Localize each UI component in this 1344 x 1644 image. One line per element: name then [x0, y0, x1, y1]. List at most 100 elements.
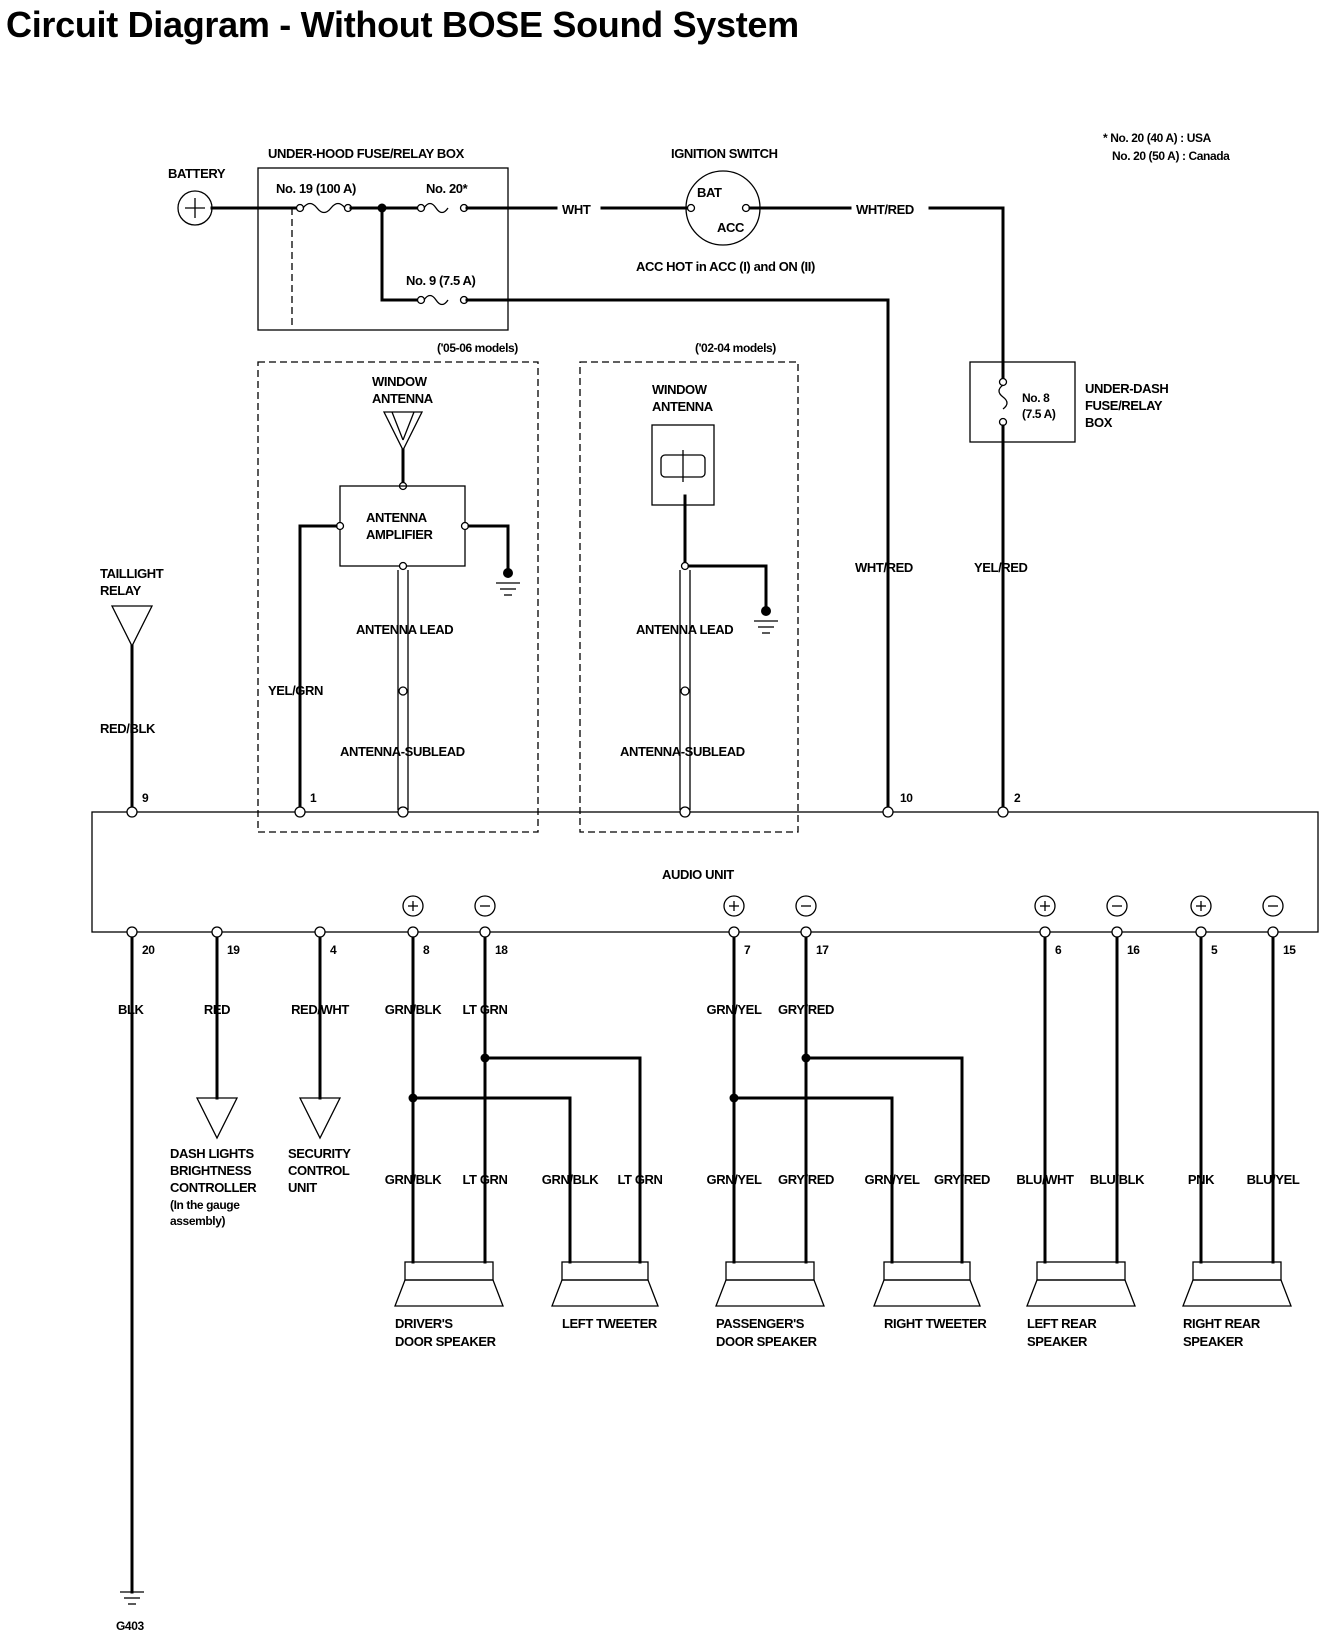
speaker-wire-labels: GRN/BLK LT GRN GRN/BLK LT GRN GRN/YEL GRY/RED…: [385, 1172, 1300, 1187]
fuse-20: [416, 202, 469, 214]
pin-label: 18: [495, 943, 508, 957]
speaker-label-line1: DRIVER'S: [395, 1316, 453, 1331]
ignition-acc-note: ACC HOT in ACC (I) and ON (II): [636, 259, 815, 274]
window-antenna-0506-line1: WINDOW: [372, 374, 428, 389]
speaker-icon: [715, 1261, 825, 1307]
bottom-pin: [800, 926, 812, 938]
speaker-wire-label: BLU/BLK: [1090, 1172, 1145, 1187]
bottom-pin: [1039, 926, 1051, 938]
dash-lights-line5: assembly): [170, 1214, 226, 1228]
fuse-8-line2: (7.5 A): [1022, 407, 1056, 421]
negative-terminal-icon: [795, 895, 817, 917]
speaker-wire-label: GRN/YEL: [865, 1172, 920, 1187]
pin-label: 4: [330, 943, 337, 957]
bottom-pin: [407, 926, 419, 938]
speaker-wire-label: LT GRN: [462, 1172, 507, 1187]
dash-lights-symbol: [195, 1097, 239, 1140]
pin-10: [882, 806, 894, 818]
taillight-relay-symbol: [110, 605, 154, 648]
speaker-wire-label: GRN/BLK: [385, 1172, 442, 1187]
wire-wht-red-top-label: WHT/RED: [856, 202, 914, 217]
speaker-label-line1: LEFT TWEETER: [562, 1316, 658, 1331]
ground-icon: [496, 568, 520, 596]
speaker-label-line1: RIGHT TWEETER: [884, 1316, 987, 1331]
pin-label: 2: [1014, 791, 1021, 805]
ignition-acc-label: ACC: [717, 220, 745, 235]
splice: [408, 1093, 418, 1103]
speaker-icon: [551, 1261, 659, 1307]
wire-yel-grn: [298, 524, 338, 812]
window-antenna-0204-line1: WINDOW: [652, 382, 708, 397]
antenna-sublead-0204-label: ANTENNA-SUBLEAD: [620, 744, 745, 759]
positive-terminal-icon: [723, 895, 745, 917]
dash-lights-line3: CONTROLLER: [170, 1180, 257, 1195]
fuse-9: [416, 294, 469, 306]
window-antenna-0506-icon: [382, 411, 424, 452]
wire-red-blk-label: RED/BLK: [100, 721, 156, 736]
wire-yel-grn-label: YEL/GRN: [268, 683, 323, 698]
negative-terminal-icon: [474, 895, 496, 917]
pin-9: [126, 806, 138, 818]
ground-g403-label: G403: [116, 1619, 144, 1633]
speaker-label-line2: SPEAKER: [1027, 1334, 1088, 1349]
speaker-label-line2: DOOR SPEAKER: [395, 1334, 497, 1349]
under-dash-label-1: UNDER-DASH: [1085, 381, 1168, 396]
fuse-9-label: No. 9 (7.5 A): [406, 273, 476, 288]
pin-label: 17: [816, 943, 829, 957]
speaker-wire-label: GRY/RED: [778, 1172, 834, 1187]
pin-2: [997, 806, 1009, 818]
fuse-note-line2: No. 20 (50 A) : Canada: [1112, 149, 1230, 163]
speaker-icon: [1182, 1261, 1292, 1307]
antenna-amplifier-line2: AMPLIFIER: [366, 527, 433, 542]
positive-terminal-icon: [402, 895, 424, 917]
speaker-label-line1: RIGHT REAR: [1183, 1316, 1261, 1331]
pin-label: 5: [1211, 943, 1218, 957]
wire-wht-label: WHT: [562, 202, 591, 217]
pin-label: 9: [142, 791, 149, 805]
window-antenna-0506-line2: ANTENNA: [372, 391, 434, 406]
speaker-wire-label: BLU/WHT: [1016, 1172, 1074, 1187]
positive-terminal-icon: [1190, 895, 1212, 917]
speaker-icon: [394, 1261, 504, 1307]
speaker-label-line2: SPEAKER: [1183, 1334, 1244, 1349]
pin-label: 15: [1283, 943, 1296, 957]
window-antenna-0204-icon: [651, 424, 715, 506]
pin-label: 7: [744, 943, 751, 957]
under-dash-label-3: BOX: [1085, 415, 1113, 430]
speaker-wire-label: BLU/YEL: [1247, 1172, 1300, 1187]
bottom-pin: [728, 926, 740, 938]
fuse-19-label: No. 19 (100 A): [276, 181, 356, 196]
bottom-pin: [211, 926, 223, 938]
speaker-wire-label: LT GRN: [617, 1172, 662, 1187]
security-line1: SECURITY: [288, 1146, 351, 1161]
speaker-wire-label: GRN/BLK: [542, 1172, 599, 1187]
under-dash-fuse-box: [969, 361, 1076, 443]
speaker-wire-label: GRY/RED: [934, 1172, 990, 1187]
speaker-icon: [873, 1261, 981, 1307]
dash-lights-line4: (In the gauge: [170, 1198, 240, 1212]
models-0204-label: ('02-04 models): [695, 341, 776, 355]
wire-lt-grn-tweeter: [483, 1056, 642, 1264]
ground-icon: [754, 606, 778, 634]
security-symbol: [298, 1097, 342, 1140]
security-line2: CONTROL: [288, 1163, 350, 1178]
audio-unit-label: AUDIO UNIT: [662, 867, 734, 882]
splice: [480, 1053, 490, 1063]
ignition-switch-label: IGNITION SWITCH: [671, 146, 778, 161]
speaker-wire-label: GRN/YEL: [707, 1172, 762, 1187]
antenna-amplifier: [339, 485, 466, 567]
negative-terminal-icon: [1106, 895, 1128, 917]
speaker-label-line1: LEFT REAR: [1027, 1316, 1097, 1331]
splice: [801, 1053, 811, 1063]
speaker-label-line1: PASSENGER'S: [716, 1316, 805, 1331]
splice: [729, 1093, 739, 1103]
wire-wht-red-top-b: [928, 206, 1005, 380]
battery: [177, 190, 213, 226]
pin-label: 10: [900, 791, 913, 805]
models-0506-label: ('05-06 models): [437, 341, 518, 355]
pin-label: 16: [1127, 943, 1140, 957]
taillight-relay-line1: TAILLIGHT: [100, 566, 164, 581]
under-dash-label-2: FUSE/RELAY: [1085, 398, 1163, 413]
